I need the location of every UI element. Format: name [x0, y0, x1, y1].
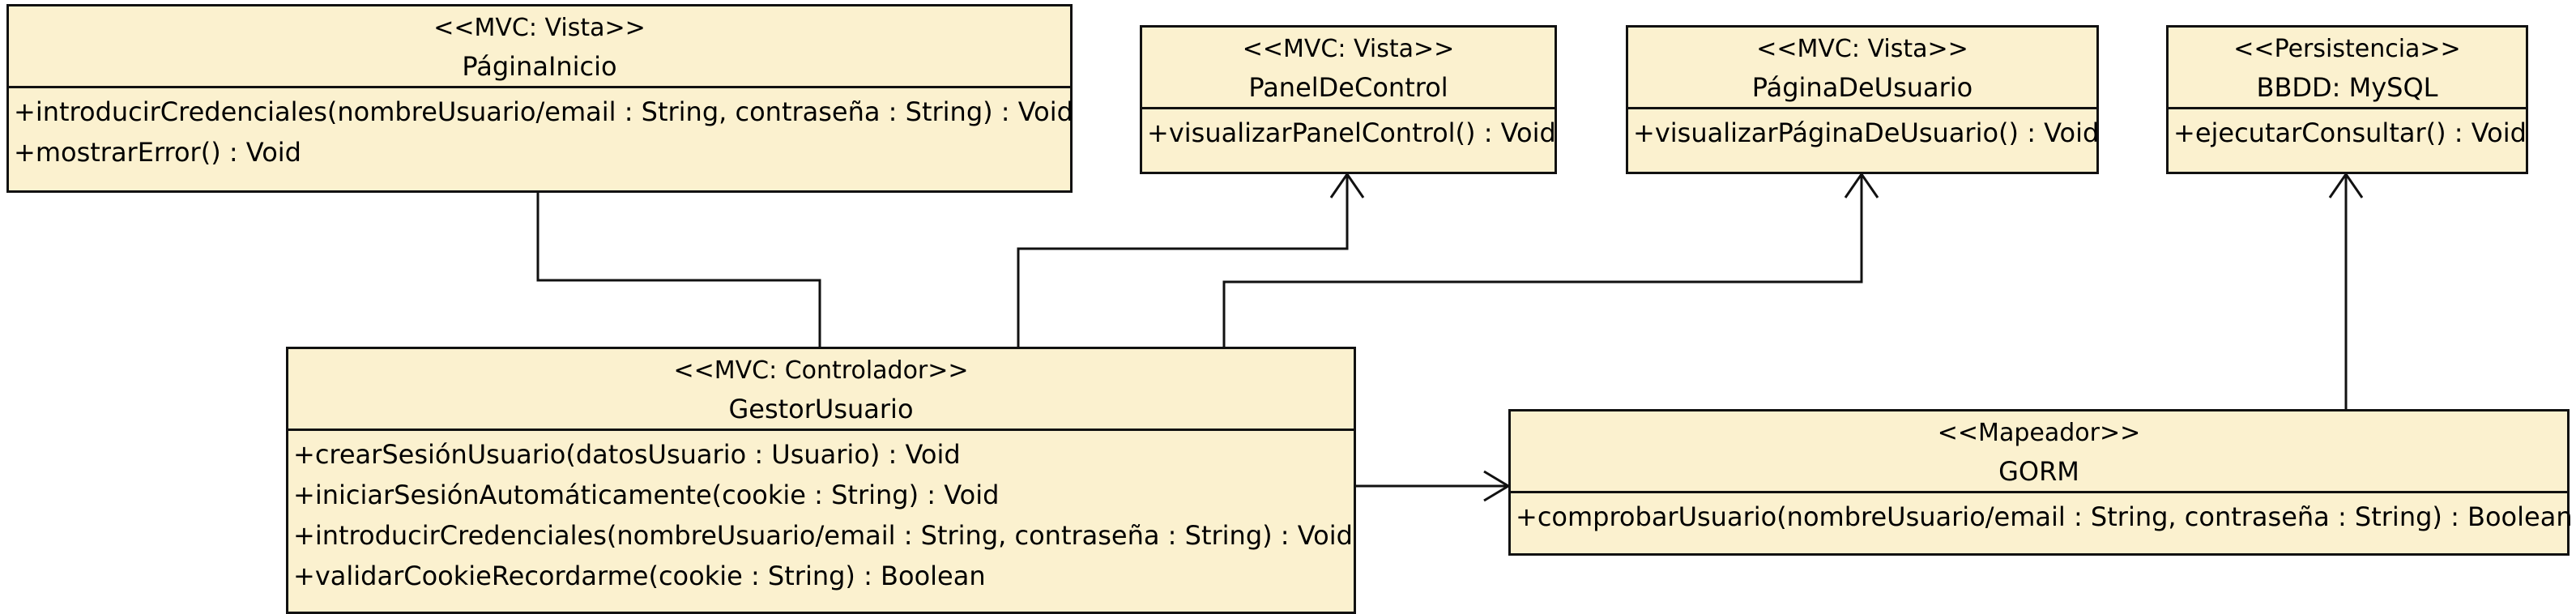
class-operations: +visualizarPáginaDeUsuario() : Void	[1628, 107, 2100, 153]
operation: +introducirCredenciales(nombreUsuario/em…	[293, 520, 1353, 551]
arrowhead-bbdd	[2328, 172, 2364, 198]
class-gorm: <<Mapeador>> GORM +comprobarUsuario(nomb…	[1508, 409, 2573, 556]
class-stereotype: <<MVC: Vista>>	[433, 14, 646, 42]
class-header: <<MVC: Controlador>> GestorUsuario	[288, 349, 1354, 429]
class-name: PáginaDeUsuario	[1751, 72, 1973, 103]
operation: +iniciarSesiónAutomáticamente(cookie : S…	[293, 480, 1000, 510]
class-pagina-inicio: <<MVC: Vista>> PáginaInicio +introducirC…	[6, 4, 1073, 193]
class-pagina-de-usuario: <<MVC: Vista>> PáginaDeUsuario +visualiz…	[1626, 25, 2099, 174]
operation: +crearSesiónUsuario(datosUsuario : Usuar…	[293, 439, 961, 470]
class-header: <<Persistencia>> BBDD: MySQL	[2169, 28, 2526, 107]
association-gestorusuario-paginadeusuario	[1222, 174, 1863, 347]
class-operations: +visualizarPanelControl() : Void	[1142, 107, 1556, 153]
class-header: <<Mapeador>> GORM	[1511, 411, 2567, 491]
class-stereotype: <<MVC: Controlador>>	[673, 356, 969, 385]
operation: +ejecutarConsultar() : Void	[2173, 117, 2527, 148]
class-operations: +ejecutarConsultar() : Void	[2169, 107, 2527, 153]
class-stereotype: <<MVC: Vista>>	[1756, 35, 1968, 63]
class-operations: +crearSesiónUsuario(datosUsuario : Usuar…	[288, 429, 1354, 596]
arrowhead-paginadeusuario	[1844, 172, 1879, 198]
class-stereotype: <<MVC: Vista>>	[1242, 35, 1455, 63]
operation: +validarCookieRecordarme(cookie : String…	[293, 561, 986, 591]
operation: +introducirCredenciales(nombreUsuario/em…	[14, 96, 1073, 127]
class-header: <<MVC: Vista>> PáginaDeUsuario	[1628, 28, 2096, 107]
class-header: <<MVC: Vista>> PáginaInicio	[9, 6, 1070, 86]
class-operations: +comprobarUsuario(nombreUsuario/email : …	[1511, 491, 2573, 537]
class-gestor-usuario: <<MVC: Controlador>> GestorUsuario +crea…	[286, 347, 1356, 614]
class-name: GestorUsuario	[728, 394, 914, 424]
arrowhead-paneldecontrol	[1329, 172, 1365, 198]
class-name: BBDD: MySQL	[2256, 72, 2438, 103]
operation: +visualizarPanelControl() : Void	[1147, 117, 1556, 148]
class-bbdd-mysql: <<Persistencia>> BBDD: MySQL +ejecutarCo…	[2166, 25, 2528, 174]
class-name: GORM	[1998, 456, 2079, 487]
association-paginainicio-gestorusuario	[536, 193, 821, 347]
association-gestorusuario-paneldecontrol	[1017, 174, 1349, 347]
class-header: <<MVC: Vista>> PanelDeControl	[1142, 28, 1555, 107]
class-name: PanelDeControl	[1248, 72, 1448, 103]
operation: +visualizarPáginaDeUsuario() : Void	[1633, 117, 2100, 148]
operation: +mostrarError() : Void	[14, 137, 301, 168]
class-operations: +introducirCredenciales(nombreUsuario/em…	[9, 86, 1073, 173]
class-panel-de-control: <<MVC: Vista>> PanelDeControl +visualiza…	[1140, 25, 1557, 174]
class-name: PáginaInicio	[462, 51, 617, 82]
class-stereotype: <<Mapeador>>	[1937, 419, 2141, 447]
class-stereotype: <<Persistencia>>	[2233, 35, 2461, 63]
operation: +comprobarUsuario(nombreUsuario/email : …	[1516, 501, 2573, 532]
